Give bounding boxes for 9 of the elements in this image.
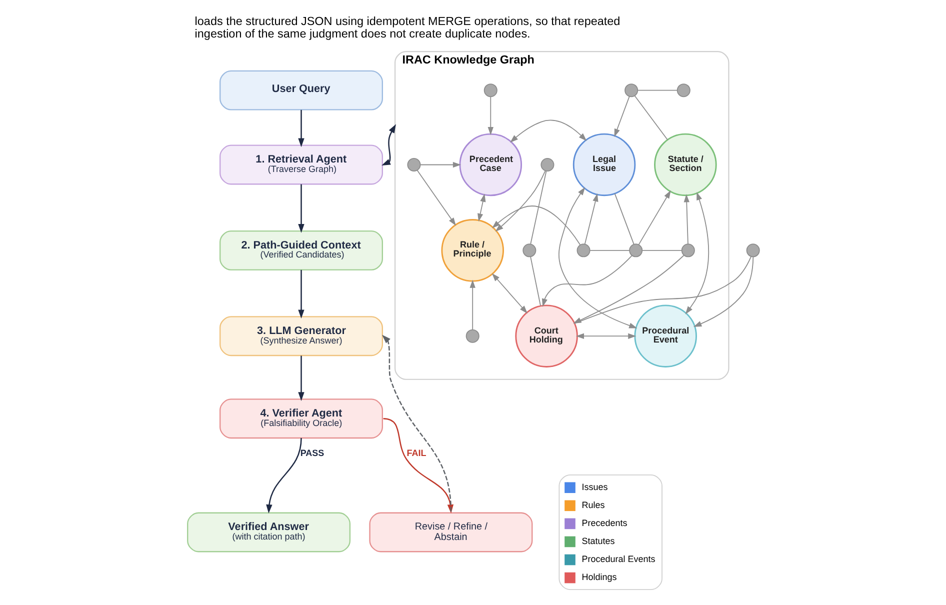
legend-label: Procedural Events: [581, 554, 655, 564]
legend-label: Statutes: [581, 536, 614, 546]
legend-label: Rules: [581, 500, 604, 510]
legend-label: Precedents: [581, 518, 627, 528]
caption: loads the structured JSON using idempotent MERGE operations, so that repeated ingestion of the same judgment does not create duplicate nodes.: [194, 14, 620, 40]
legend-label: Issues: [581, 482, 608, 492]
legend-label: Holdings: [581, 572, 616, 582]
edge-label: FAIL: [406, 448, 426, 458]
edge-label: PASS: [300, 448, 324, 458]
